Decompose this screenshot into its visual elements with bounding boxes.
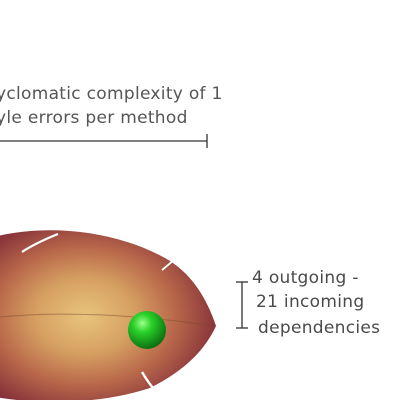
leaf-vein-lower-right (189, 361, 211, 385)
style-errors-label: yle errors per method (0, 108, 188, 128)
dependency-indicator-ball (128, 311, 166, 349)
class-leaf-shape (0, 230, 216, 402)
leaf-vein-top (21, 232, 59, 253)
leaf-vein-upper-right (161, 243, 197, 271)
dependency-label-incoming: 21 incoming (256, 292, 365, 312)
leaf-midrib (0, 313, 215, 327)
complexity-label: yclomatic complexity of 1 (0, 84, 223, 104)
dependency-label-dependencies: dependencies (258, 318, 381, 338)
dependency-label-outgoing: 4 outgoing - (252, 268, 359, 288)
leaf-vein-lower (140, 371, 161, 397)
